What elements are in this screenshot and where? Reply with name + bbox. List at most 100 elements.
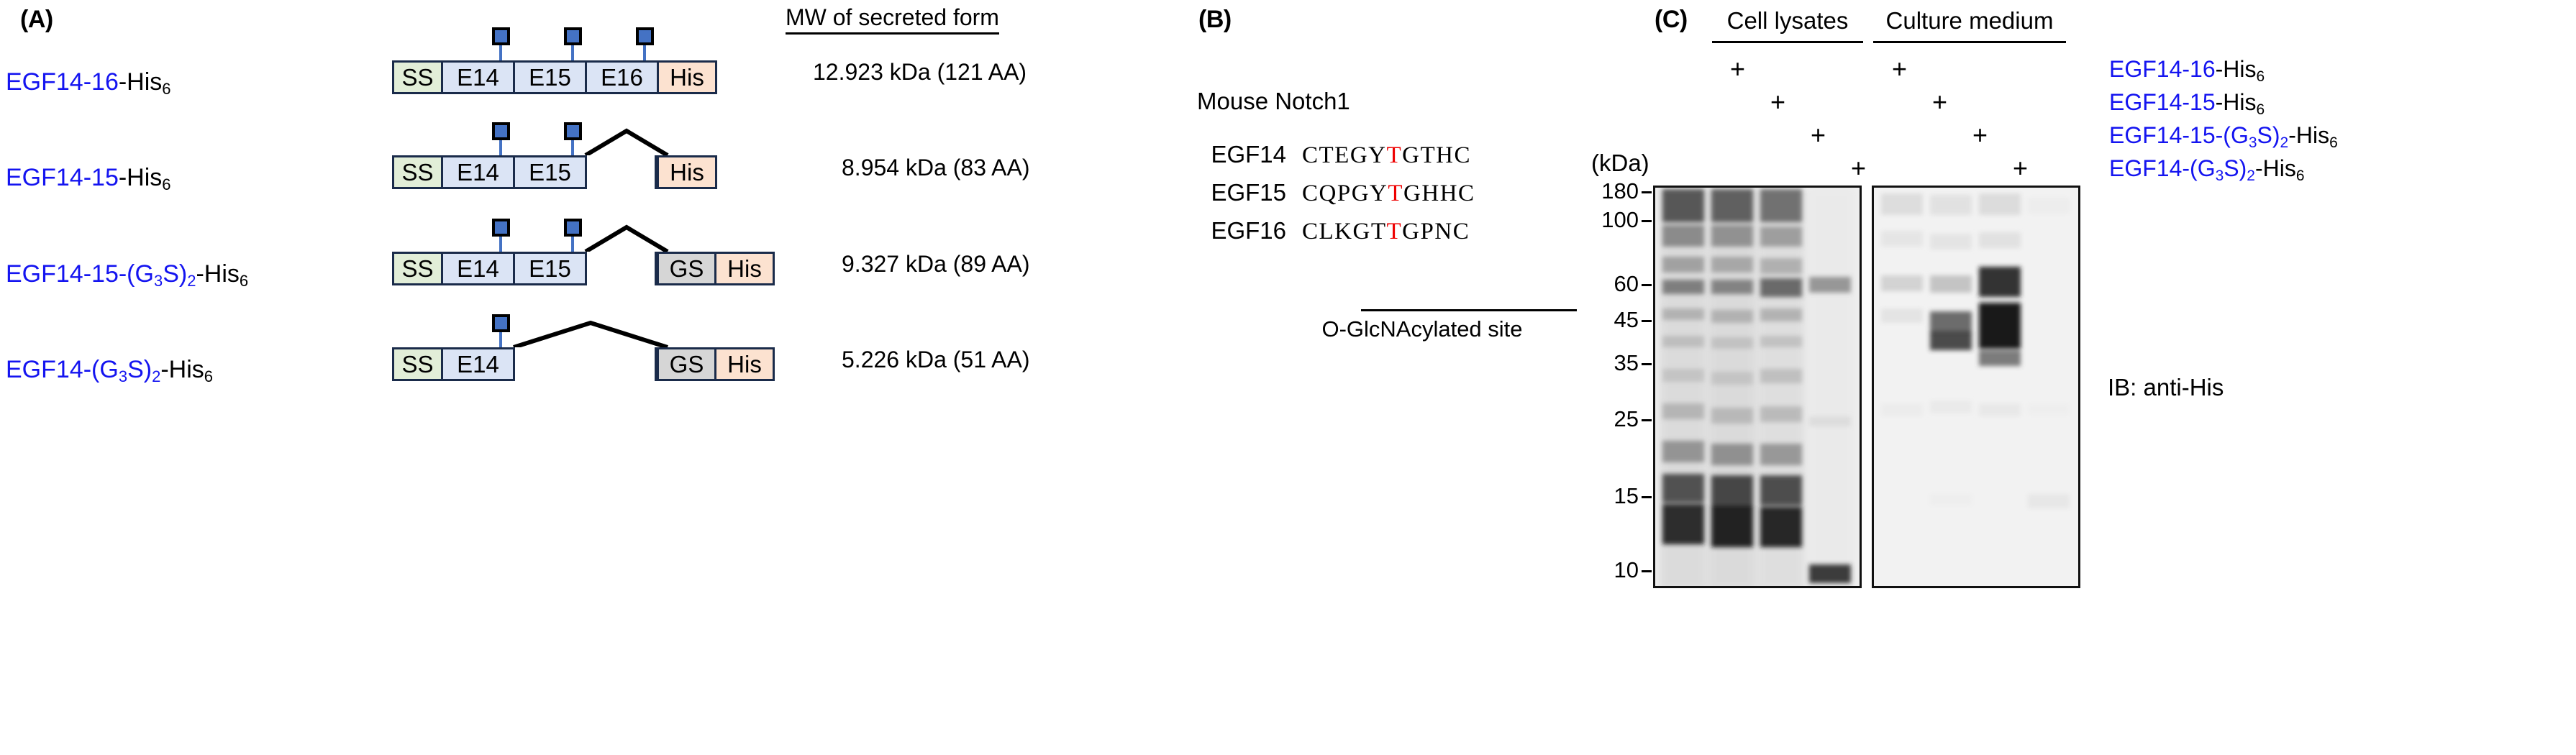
mw-value-4: 5.226 kDa (51 AA) [842,347,1030,372]
panel-b-letter: (B) [1198,6,1232,33]
mw-dash-25 [1642,419,1652,421]
mw-tick-45: 45 [1614,307,1639,332]
plus-mark-lysate-lane4: + [1851,153,1867,183]
construct-name-1-sub: 6 [162,80,171,98]
mw-value-1: 12.923 kDa (121 AA) [813,59,1027,85]
domain-box-e14: E14 [441,252,513,285]
domain-box-ss: SS [392,347,441,381]
glycan-icon [492,27,510,45]
blot-image-cell-lysates [1653,186,1862,588]
construct-name-3-mid2: S) [163,260,188,288]
glycan-stem [571,140,574,155]
domain-row-2: SS E14 E15 His [392,155,717,189]
glycan-stem [571,45,574,60]
mw-dash-15 [1642,496,1652,498]
glycan-stem [499,45,502,60]
plus-mark-lysate-lane1: + [1730,54,1746,83]
sample-name-4-mid2-sub: 2 [2247,168,2255,184]
sequence-pre: CQPGY [1302,180,1388,206]
glycan-icon [492,314,510,332]
construct-name-2-blue: EGF14-15 [6,164,119,191]
domain-box-gs: GS [657,252,714,285]
domain-box-his: His [657,155,717,189]
sample-name-4-mid-sub: 3 [2215,168,2224,184]
mw-tick-25: 25 [1614,406,1639,431]
plus-mark-medium-lane2: + [1932,87,1948,116]
construct-name-4-blue: EGF14 [6,356,83,383]
mw-tick-180: 180 [1601,178,1639,203]
sample-name-3-sub: 6 [2329,134,2338,151]
mw-dash-35 [1642,363,1652,365]
mw-header: MW of secreted form [786,4,999,35]
mw-dash-60 [1642,284,1652,286]
construct-name-3-blue: EGF14-15 [6,260,119,288]
construct-name-3: EGF14-15-(G3S)2-His6 [6,260,248,290]
sequence-post: GPNC [1402,219,1470,244]
mw-tick-60: 60 [1614,271,1639,296]
glycan-icon [564,219,582,237]
sequence-row-egf15: EGF15 CQPGYTGHHC [1194,179,1640,207]
sample-name-4-blue: EGF14 [2109,155,2183,181]
group-rule-cell-lysates [1712,41,1863,43]
construct-name-2-suffix: -His [118,164,163,191]
sample-name-2-suffix: -His [2215,89,2257,115]
plus-mark-medium-lane3: + [1972,120,1988,150]
domain-box-deleted-gap [585,252,657,285]
domain-box-e14: E14 [441,155,513,189]
sample-name-3-blue: EGF14-15 [2109,122,2216,148]
construct-name-1: EGF14-16-His6 [6,68,171,98]
plus-mark-medium-lane4: + [2013,153,2029,183]
glycan-stem [499,140,502,155]
sample-name-1-blue: EGF14-16 [2109,56,2216,82]
panel-c: (C) Cell lysates Culture medium + + + + … [1591,0,2576,719]
sample-name-4-suffix: -His [2254,155,2296,181]
mw-tick-15: 15 [1614,483,1639,508]
sequence-row-egf14: EGF14 CTEGYTGTHC [1194,141,1640,169]
domain-box-e14: E14 [441,347,513,381]
sample-name-4-mid: -(G [2182,155,2216,181]
panel-a-letter: (A) [20,6,53,33]
domain-box-e15: E15 [513,252,585,285]
mw-value-2: 8.954 kDa (83 AA) [842,155,1030,180]
sequence-pre: CLKGT [1302,219,1387,244]
sequence-list: EGF14 CTEGYTGTHC EGF15 CQPGYTGHHC EGF16 … [1194,131,1640,245]
construct-name-4-mid2: S) [127,356,153,383]
group-label-culture-medium: Culture medium [1885,7,2054,34]
mw-tick-10: 10 [1614,557,1639,582]
mw-dash-100 [1642,220,1652,222]
sequence-post: GTHC [1402,142,1472,168]
construct-name-2-sub: 6 [162,175,171,193]
sequence-underline [1361,309,1577,311]
domain-box-e16: E16 [585,60,657,94]
construct-name-3-suffix: -His [196,260,240,288]
domain-box-e15: E15 [513,155,585,189]
construct-name-4-mid: -(G [83,356,119,383]
oglcnac-site-residue: T [1388,180,1404,206]
sample-name-1: EGF14-16-His6 [2109,56,2265,85]
plus-mark-medium-lane1: + [1892,54,1908,83]
sequence-string: CQPGYTGHHC [1302,180,1475,207]
plus-mark-lysate-lane2: + [1770,87,1786,116]
sample-name-1-suffix: -His [2215,56,2257,82]
blot-image-culture-medium [1872,186,2080,588]
panel-b-title: Mouse Notch1 [1197,88,1350,114]
mw-dash-45 [1642,320,1652,322]
domain-box-ss: SS [392,155,441,189]
domain-box-e14: E14 [441,60,513,94]
glycan-stem [499,237,502,252]
glycan-icon [492,219,510,237]
sample-name-1-sub: 6 [2256,68,2265,85]
sample-name-2-sub: 6 [2256,101,2265,118]
deletion-chevron-icon [584,224,669,253]
plus-mark-lysate-lane3: + [1811,120,1826,150]
domain-row-1: SS E14 E15 E16 His [392,60,717,94]
construct-name-3-mid2-sub: 2 [187,272,196,290]
sequence-post: GHHC [1403,180,1475,206]
domain-box-his: His [714,252,775,285]
sample-name-3-mid2: S) [2257,122,2280,148]
oglcnac-caption: O-GlcNAcylated site [1321,316,1523,342]
blot-lanes-culture-medium [1874,188,2078,586]
domain-box-ss: SS [392,252,441,285]
sample-name-3: EGF14-15-(G3S)2-His6 [2109,122,2338,151]
group-rule-culture-medium [1873,41,2066,43]
